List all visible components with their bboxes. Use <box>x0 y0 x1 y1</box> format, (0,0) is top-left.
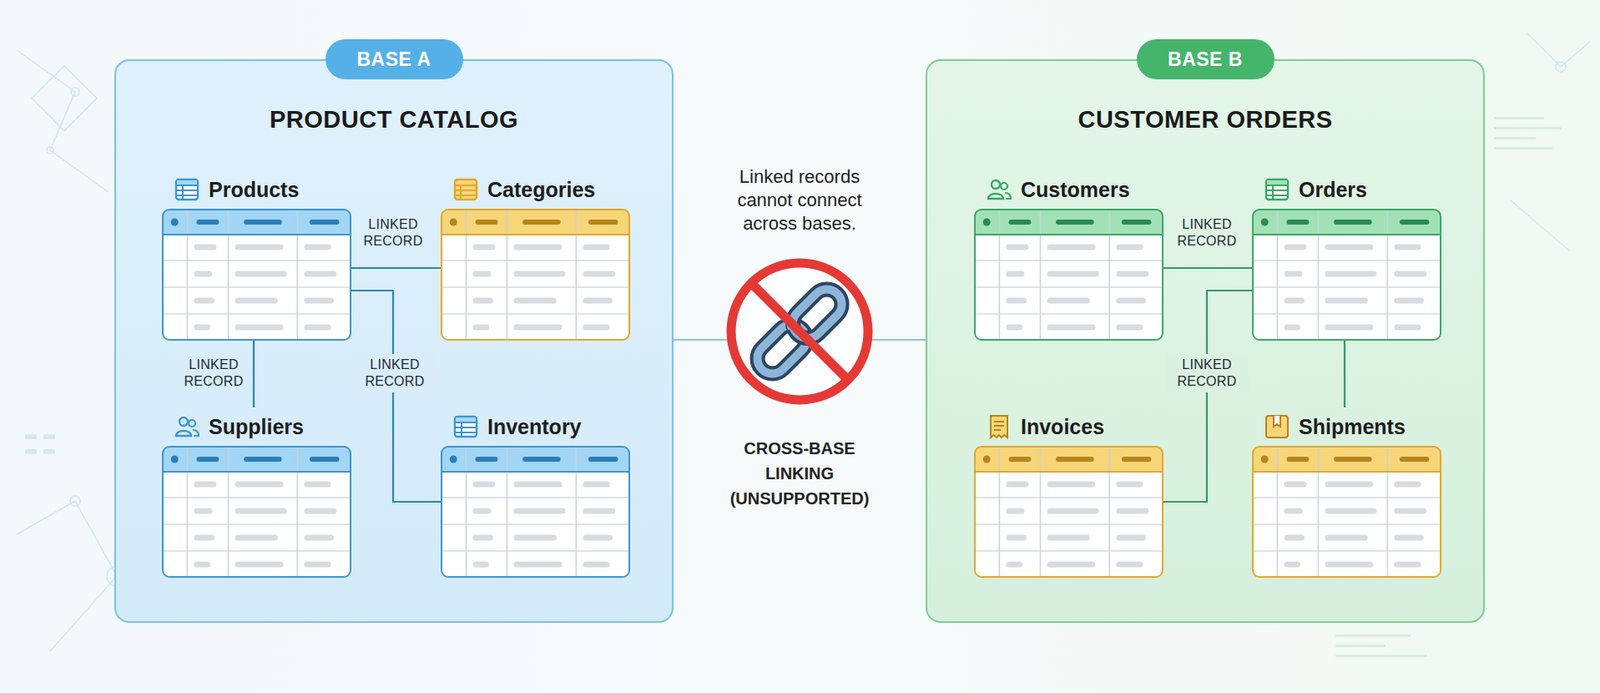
table-heading: Products <box>161 170 352 209</box>
note-text: Linked records cannot connect across bas… <box>716 165 884 236</box>
table-box: Customers <box>974 170 1164 341</box>
table-box: Inventory <box>440 407 631 578</box>
prohibited-link-icon <box>720 252 879 411</box>
table-grid <box>440 208 631 341</box>
table-box: Invoices <box>974 407 1164 578</box>
table-name: Products <box>208 177 299 202</box>
box-icon <box>1263 413 1291 440</box>
table-box: Suppliers <box>161 407 352 578</box>
table-icon <box>452 413 480 440</box>
table-name: Shipments <box>1298 414 1406 440</box>
base-panel: BASE BCUSTOMER ORDERSCustomersOrdersInvo… <box>925 59 1485 623</box>
table-name: Orders <box>1298 177 1368 202</box>
table-box: Shipments <box>1251 407 1442 578</box>
table-heading: Shipments <box>1251 407 1442 446</box>
link-line <box>673 338 926 341</box>
table-grid <box>1251 208 1442 341</box>
table-grid <box>974 445 1164 578</box>
table-box: Products <box>161 170 352 341</box>
table-box: Orders <box>1251 170 1442 341</box>
table-grid <box>161 445 352 578</box>
link-line <box>351 267 441 269</box>
list-icon <box>452 176 480 203</box>
edge-label: LINKED RECORD <box>1165 353 1249 393</box>
link-line <box>1163 267 1252 269</box>
table-name: Invoices <box>1020 414 1105 440</box>
panel-heading: PRODUCT CATALOG <box>116 104 672 135</box>
link-line <box>1343 340 1346 408</box>
base-tab: BASE B <box>1136 39 1275 80</box>
table-name: Inventory <box>487 414 582 440</box>
table-heading: Inventory <box>440 407 631 446</box>
receipt-icon <box>985 413 1013 440</box>
table-heading: Suppliers <box>161 407 352 446</box>
link-line <box>252 340 255 408</box>
table-grid <box>161 208 352 341</box>
table-grid <box>440 445 631 578</box>
status-note: CROSS-BASE LINKING (UNSUPPORTED) <box>724 435 875 511</box>
table-heading: Categories <box>440 170 631 209</box>
link-line <box>1163 290 1252 502</box>
table-heading: Invoices <box>974 407 1164 446</box>
table-grid <box>974 208 1164 341</box>
edge-label: LINKED RECORD <box>171 353 256 393</box>
table-name: Suppliers <box>208 414 304 440</box>
table-heading: Orders <box>1251 170 1442 209</box>
table-heading: Customers <box>974 170 1164 209</box>
table-name: Customers <box>1020 177 1131 202</box>
panel-heading: CUSTOMER ORDERS <box>927 104 1484 135</box>
base-panel: BASE APRODUCT CATALOGProductsCategoriesS… <box>114 59 674 623</box>
table-icon <box>173 176 201 203</box>
link-line <box>351 290 441 502</box>
people-icon <box>985 176 1013 203</box>
edge-label: LINKED RECORD <box>351 213 435 253</box>
table-grid <box>1251 445 1442 578</box>
table-name: Categories <box>487 177 596 202</box>
table-box: Categories <box>440 170 631 341</box>
edge-label: LINKED RECORD <box>353 353 437 393</box>
edge-label: LINKED RECORD <box>1165 213 1249 253</box>
table-icon <box>1263 176 1291 203</box>
people-icon <box>173 413 201 440</box>
base-tab: BASE A <box>325 39 464 80</box>
